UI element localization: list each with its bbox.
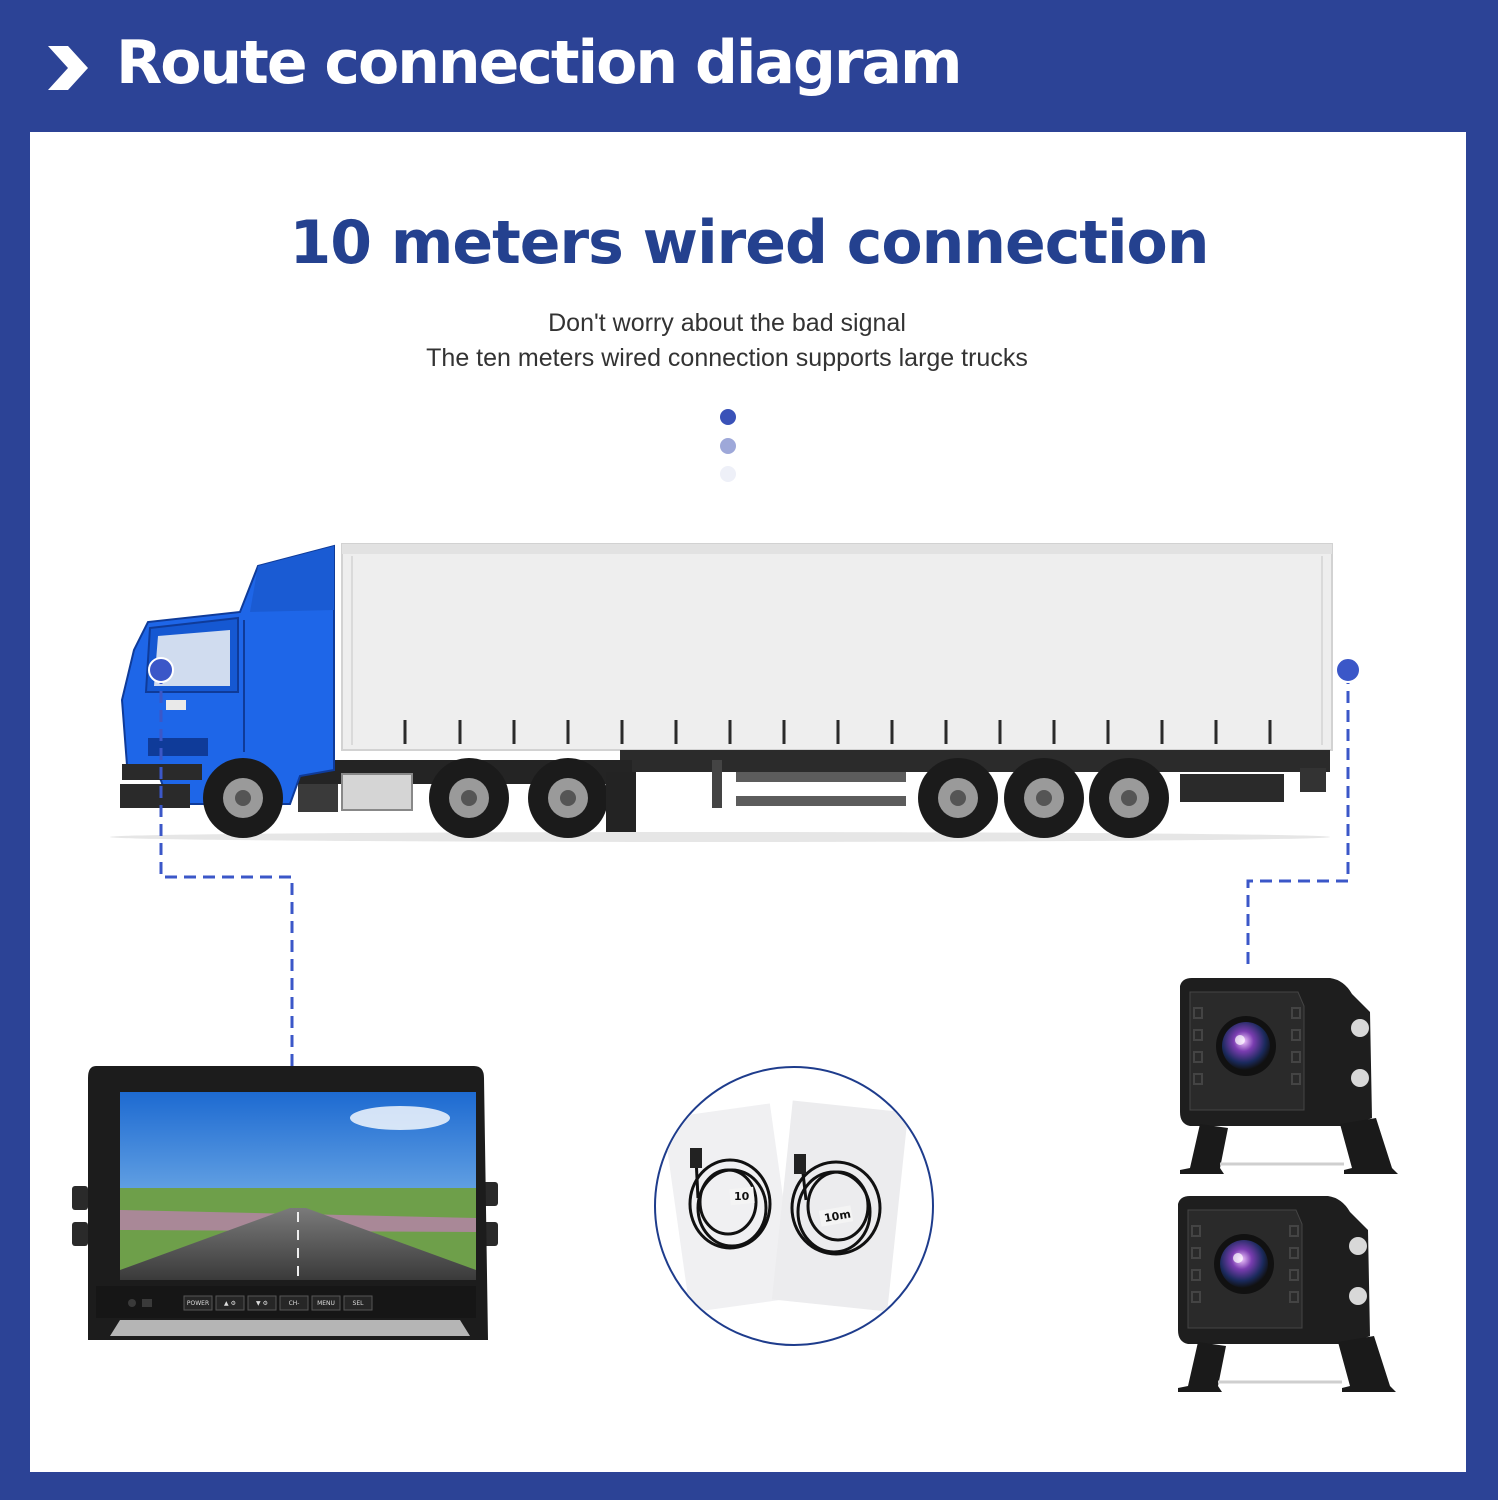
subtitle-line-1: Don't worry about the bad signal [548,309,906,337]
truck-wheels [203,758,1169,838]
monitor-route-line [159,672,294,1066]
monitor-button-ch: CH- [289,1300,300,1307]
monitor-button-sel: SEL [353,1300,365,1307]
monitor-button-up: ▲ ⚙ [224,1300,236,1307]
cable-length-label-right: 10m [823,1208,852,1225]
header-bar: Route connection diagram [0,0,1498,132]
chevron-right-icon [48,46,88,90]
screen-road [120,1208,476,1280]
decor-dot-3 [720,466,736,482]
main-heading: 10 meters wired connection [289,208,1210,278]
decor-dot-2 [720,438,736,454]
cab-connection-dot [148,657,174,683]
camera-route-line [1246,672,1350,970]
cable-bundles: 10 10m [662,1100,909,1313]
rear-camera-1 [1178,976,1400,1176]
subtitle-line-2: The ten meters wired connection supports… [426,344,1028,372]
rear-connection-dot [1335,657,1361,683]
monitor-button-down: ▼ ⚙ [256,1300,268,1307]
monitor-button-power: POWER [187,1300,209,1307]
decor-dot-1 [720,409,736,425]
monitor-button-menu: MENU [317,1300,335,1307]
header-title: Route connection diagram [116,28,962,98]
trailer-box [341,543,1333,751]
cable-length-label-left: 10 [734,1190,750,1203]
rear-camera-2 [1176,1194,1398,1394]
cable-circle: 10 10m [654,1066,934,1346]
